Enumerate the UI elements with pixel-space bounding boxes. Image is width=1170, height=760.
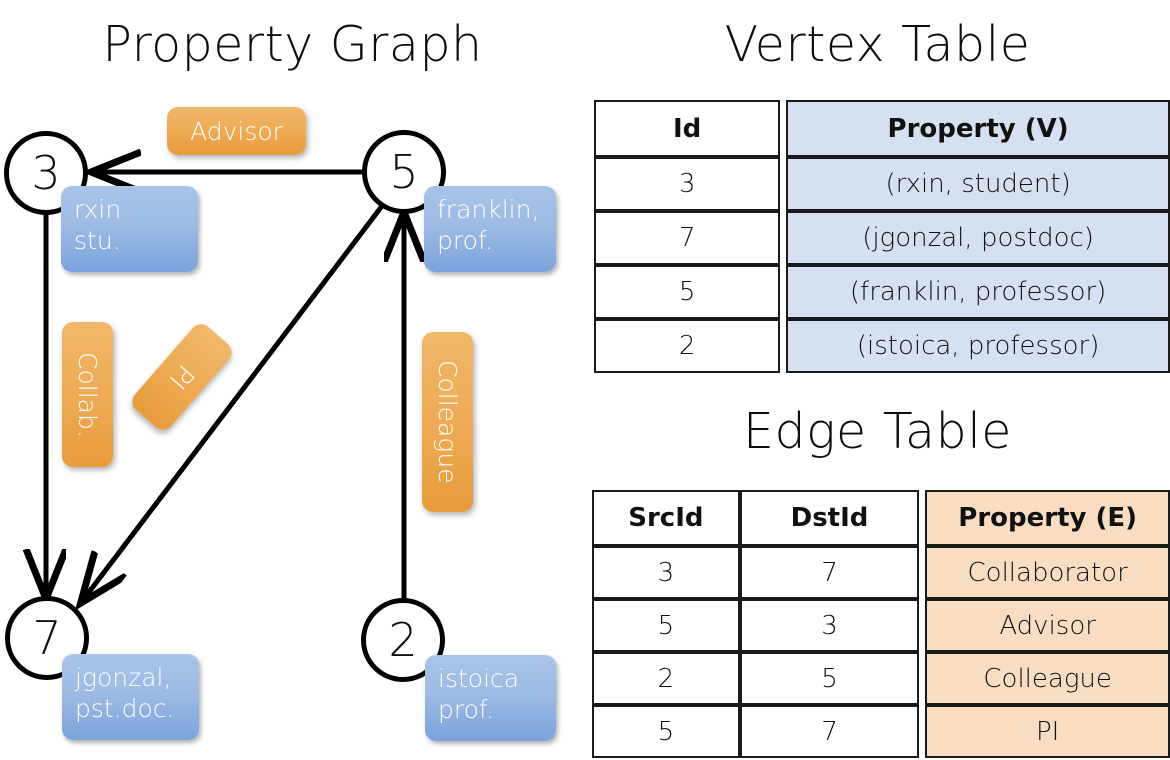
vertex-row-2-property: (franklin, professor) [786,265,1170,319]
graph-node-3-property-box: rxin stu. [61,186,198,272]
edge-row-3-dst: 7 [739,705,920,758]
vertex-table-panel: Vertex Table Id Property (V) 3 (rxin, st… [585,0,1170,390]
edge-row-0-src: 3 [592,546,740,599]
vertex-table-header-id: Id [594,100,781,157]
graph-node-5-label: 5 [389,145,419,199]
graph-node-5-property-box: franklin, prof. [424,186,556,272]
edge-table-header-srcid: SrcId [592,490,740,546]
vertex-row-1-id: 7 [594,211,781,265]
graph-node-3-label: 3 [31,146,61,200]
vertex-table-header-row: Id Property (V) [594,100,1170,157]
vertex-table: Id Property (V) 3 (rxin, student) 7 (jgo… [594,100,1170,373]
graph-node-7-property-box: jgonzal, pst.doc. [62,654,199,740]
edge-row-2-dst: 5 [739,652,920,705]
edge-table-title: Edge Table [743,403,1012,460]
graph-node-2[interactable]: 2 [361,598,445,682]
edge-table-panel: Edge Table SrcId DstId Property (E) 3 7 … [585,390,1170,760]
graph-node-2-property-box: istoica prof. [425,655,556,741]
graph-edges-svg [0,0,585,760]
graph-node-2-label: 2 [388,613,418,667]
edge-label-collab: Collab. [62,322,113,467]
property-graph-panel: Property Graph 3 5 7 2 rxin stu. frankli… [0,0,585,760]
edge-5-7-pi [83,200,387,600]
edge-row-2-property: Colleague [925,652,1170,705]
edge-row-3-src: 5 [592,705,740,758]
graph-node-7-label: 7 [32,611,62,665]
table-row: 5 7 PI [592,705,1170,758]
table-row: 3 7 Collaborator [592,546,1170,599]
vertex-table-title: Vertex Table [724,16,1031,73]
edge-row-1-src: 5 [592,599,740,652]
vertex-row-3-property: (istoica, professor) [786,319,1170,373]
vertex-row-2-id: 5 [594,265,781,319]
table-row: 7 (jgonzal, postdoc) [594,211,1170,265]
vertex-table-header-property: Property (V) [786,100,1170,157]
edge-row-2-src: 2 [592,652,740,705]
table-row: 2 (istoica, professor) [594,319,1170,373]
property-graph-title: Property Graph [102,16,483,73]
edge-row-1-dst: 3 [739,599,920,652]
vertex-row-1-property: (jgonzal, postdoc) [786,211,1170,265]
edge-table: SrcId DstId Property (E) 3 7 Collaborato… [592,490,1170,758]
edge-table-header-property: Property (E) [925,490,1170,546]
edge-label-advisor: Advisor [167,107,306,155]
vertex-row-0-property: (rxin, student) [786,157,1170,211]
table-row: 3 (rxin, student) [594,157,1170,211]
table-row: 5 (franklin, professor) [594,265,1170,319]
edge-row-0-dst: 7 [739,546,920,599]
edge-table-header-row: SrcId DstId Property (E) [592,490,1170,546]
vertex-row-0-id: 3 [594,157,781,211]
edge-row-0-property: Collaborator [925,546,1170,599]
vertex-row-3-id: 2 [594,319,781,373]
edge-label-collab-text: Collab. [73,351,102,438]
edge-label-colleague-text: Colleague [433,360,462,484]
table-row: 2 5 Colleague [592,652,1170,705]
edge-row-3-property: PI [925,705,1170,758]
edge-row-1-property: Advisor [925,599,1170,652]
edge-label-advisor-text: Advisor [190,116,283,146]
table-row: 5 3 Advisor [592,599,1170,652]
edge-table-header-dstid: DstId [739,490,920,546]
edge-label-colleague: Colleague [422,332,473,512]
edge-label-pi-text: PI [163,359,201,395]
